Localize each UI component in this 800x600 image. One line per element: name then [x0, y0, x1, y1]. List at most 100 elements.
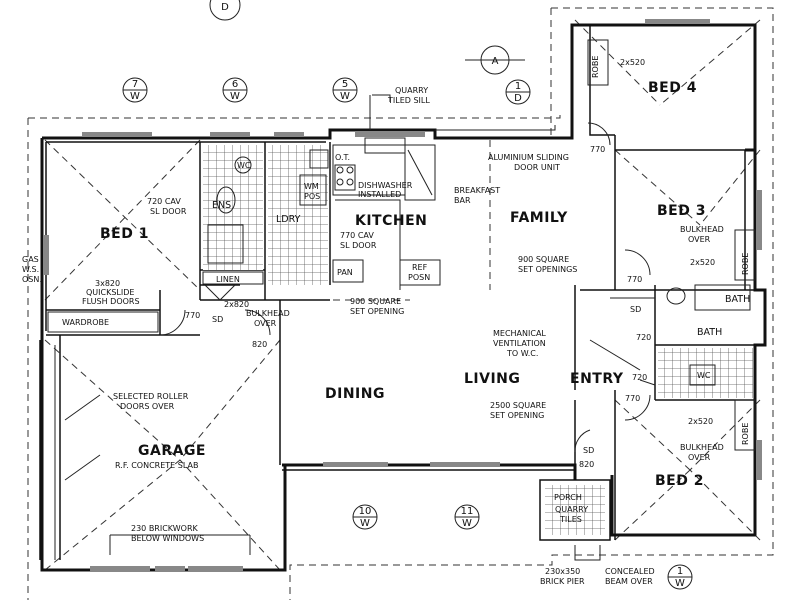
marker-10w-den: W	[360, 518, 370, 529]
note-quarry-tiles-1: QUARRY	[555, 505, 588, 514]
note-roller-2: DOORS OVER	[120, 402, 175, 411]
note-flush-1: 3x820	[95, 279, 120, 288]
note-cav-bed1-1: 720 CAV	[147, 197, 181, 206]
marker-1w-den: W	[675, 578, 685, 589]
garage-roller-door	[54, 345, 101, 560]
note-bulkhead-1a: BULKHEAD	[246, 309, 290, 318]
room-family: FAMILY	[510, 210, 568, 226]
robes	[47, 39, 756, 451]
tag-sd3: SD	[583, 446, 594, 455]
dim-770-bed1: 770	[185, 311, 200, 320]
kitchen-fittings	[332, 137, 441, 290]
note-slab: R.F. CONCRETE SLAB	[115, 461, 198, 470]
note-pier-2: BRICK PIER	[540, 577, 585, 586]
marker-7w-den: W	[130, 91, 140, 102]
note-ref-posn-2: POSN	[408, 273, 430, 282]
note-mech-3: TO W.C.	[506, 349, 538, 358]
dim-770-a: 770	[627, 275, 642, 284]
dim-2x520-bed3: 2x520	[690, 258, 715, 267]
note-dishwasher-2: INSTALLED	[358, 190, 401, 199]
marker-6w-den: W	[230, 91, 240, 102]
note-gas-3: OSN.	[22, 275, 42, 284]
tag-wc2: WC	[697, 371, 711, 380]
dim-720-a: 720	[636, 333, 651, 342]
note-pier-1: 230x350	[545, 567, 580, 576]
dim-2x520-bed4: 2x520	[620, 58, 645, 67]
note-quarry-1: QUARRY	[395, 86, 428, 95]
internal-walls	[39, 25, 755, 560]
tag-sd1: SD	[212, 315, 223, 324]
marker-5w-num: 5	[342, 79, 348, 90]
note-bulkhead-1b: OVER	[254, 319, 277, 328]
room-dining: DINING	[325, 386, 385, 402]
room-garage: GARAGE	[138, 443, 206, 459]
marker-6w-num: 6	[232, 79, 238, 90]
room-entry: ENTRY	[570, 371, 624, 387]
roof-hip-lines	[44, 19, 761, 571]
room-living: LIVING	[464, 371, 520, 387]
note-alum-door-1: ALUMINIUM SLIDING	[488, 153, 569, 162]
note-mech-1: MECHANICAL	[493, 329, 546, 338]
room-bath: BATH	[725, 294, 750, 305]
note-gas-1: GAS	[22, 255, 39, 264]
dim-820-dining: 820	[252, 340, 267, 349]
tag-pos: POS	[304, 192, 320, 201]
note-bulkhead-2a: BULKHEAD	[680, 443, 724, 452]
marker-1w-num: 1	[677, 566, 683, 577]
annotations: QUARRY TILED SILL ALUMINIUM SLIDING DOOR…	[22, 86, 724, 586]
marker-a-label: A	[492, 56, 499, 67]
note-opening-2500-1: 2500 SQUARE	[490, 401, 546, 410]
room-bed2: BED 2	[655, 473, 704, 489]
note-mech-2: VENTILATION	[493, 339, 546, 348]
note-breakfast-2: BAR	[454, 196, 471, 205]
marker-d-top-label: D	[221, 2, 229, 13]
dim-720-b: 720	[632, 373, 647, 382]
dim-770-b: 770	[625, 394, 640, 403]
bathroom-fittings	[202, 149, 751, 386]
note-quarry-2: TILED SILL	[387, 96, 430, 105]
room-porch: PORCH	[554, 493, 582, 502]
elevation-markers	[122, 0, 693, 590]
room-robe-bed3: ROBE	[741, 253, 750, 275]
note-brick-1: 230 BRICKWORK	[131, 524, 199, 533]
marker-5w-den: W	[340, 91, 350, 102]
note-bulkhead-3b: OVER	[688, 235, 711, 244]
tag-wm: WM	[304, 182, 319, 191]
room-bath-small: BATH	[697, 327, 722, 338]
note-beam-1: CONCEALED	[605, 567, 655, 576]
note-flush-3: FLUSH DOORS	[82, 297, 140, 306]
windows	[44, 19, 762, 571]
tag-sd2: SD	[630, 305, 641, 314]
note-flush-2: QUICKSLIDE	[86, 288, 134, 297]
note-opening-2500-2: SET OPENING	[490, 411, 544, 420]
marker-1d-den: D	[514, 93, 522, 104]
tag-ot: O.T.	[335, 153, 350, 162]
marker-11w-num: 11	[461, 506, 474, 517]
note-dishwasher-1: DISHWASHER	[358, 181, 413, 190]
room-ensuite: ENS	[212, 200, 231, 211]
note-bulkhead-2b: OVER	[688, 453, 711, 462]
tag-wc1: WC	[237, 161, 251, 170]
room-labels: BED 1 BED 4 BED 3 BED 2 ENS LDRY KITCHEN…	[62, 56, 750, 502]
dim-820-entry: 820	[579, 460, 594, 469]
note-cav-kitchen-1: 770 CAV	[340, 231, 374, 240]
eave-outline	[27, 7, 774, 600]
marker-10w-num: 10	[359, 506, 372, 517]
room-robe-bed4: ROBE	[591, 56, 600, 78]
note-opening-900-2a: 900 SQUARE	[518, 255, 569, 264]
note-gas-2: W.S.	[22, 265, 39, 274]
note-beam-2: BEAM OVER	[605, 577, 653, 586]
room-bed1: BED 1	[100, 226, 149, 242]
note-brick-2: BELOW WINDOWS	[131, 534, 204, 543]
dim-2x820: 2x820	[224, 300, 249, 309]
marker-11w-den: W	[462, 518, 472, 529]
note-cav-kitchen-2: SL DOOR	[340, 241, 377, 250]
note-quarry-tiles-2: TILES	[559, 515, 582, 524]
door-swings	[159, 122, 656, 453]
note-roller-1: SELECTED ROLLER	[113, 392, 189, 401]
dim-770-top: 770	[590, 145, 605, 154]
note-opening-900-1b: SET OPENING	[350, 307, 404, 316]
note-cav-bed1-2: SL DOOR	[150, 207, 187, 216]
room-bed3: BED 3	[657, 203, 706, 219]
